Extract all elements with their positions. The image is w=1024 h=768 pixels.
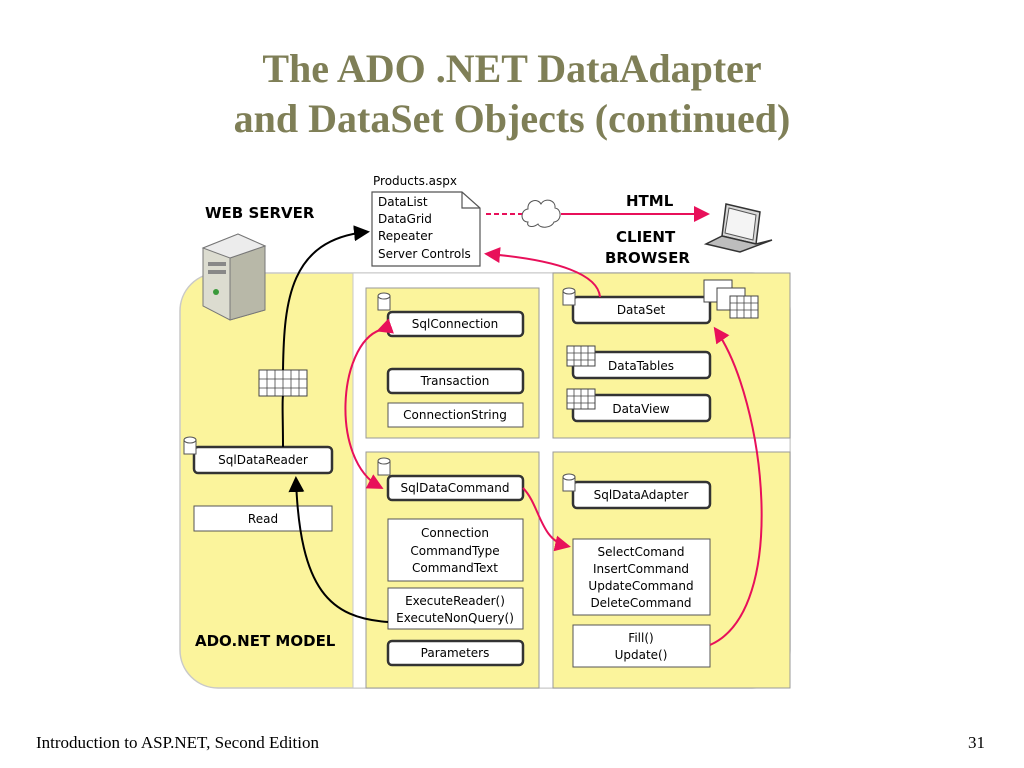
- arrow-dataset-to-page: [484, 247, 601, 298]
- adapter-commands: SelectComand InsertCommand UpdateCommand…: [572, 538, 711, 616]
- laptop-icon: [703, 203, 773, 253]
- svg-text:Fill(): Fill(): [628, 631, 653, 645]
- table-icon: [566, 388, 596, 410]
- page-item-datagrid: DataGrid: [378, 212, 432, 226]
- svg-text:InsertCommand: InsertCommand: [593, 562, 689, 576]
- database-icon: [377, 292, 391, 311]
- svg-text:CommandText: CommandText: [412, 561, 498, 575]
- command-properties: Connection CommandType CommandText: [387, 518, 524, 582]
- page-name: Products.aspx: [373, 174, 457, 188]
- svg-text:SqlDataReader: SqlDataReader: [218, 453, 308, 467]
- table-icon: [566, 345, 596, 367]
- svg-text:Parameters: Parameters: [421, 646, 490, 660]
- sqldataadapter-object: SqlDataAdapter: [571, 480, 712, 510]
- ado-model-label: ADO.NET MODEL: [195, 632, 336, 650]
- svg-text:SqlConnection: SqlConnection: [412, 317, 498, 331]
- svg-text:DataView: DataView: [612, 402, 669, 416]
- svg-text:ExecuteReader(): ExecuteReader(): [405, 594, 505, 608]
- svg-text:Connection: Connection: [421, 526, 489, 540]
- arrow-fill-to-dataset: [709, 326, 763, 646]
- svg-text:Read: Read: [248, 512, 278, 526]
- arrow-reader-to-page: [281, 232, 366, 448]
- connectionstring-item: ConnectionString: [387, 402, 524, 428]
- footer-page-number: 31: [968, 733, 985, 752]
- svg-text:Transaction: Transaction: [420, 374, 490, 388]
- sqldatacommand-object: SqlDataCommand: [386, 474, 525, 502]
- html-label: HTML: [626, 192, 674, 210]
- web-server-label: WEB SERVER: [205, 204, 315, 222]
- arrow-execute-to-reader: [288, 476, 389, 623]
- title-line-2: and DataSet Objects (continued): [233, 96, 791, 141]
- title-line-1: The ADO .NET DataAdapter: [262, 46, 762, 91]
- client-browser-label-1: CLIENT: [616, 228, 676, 246]
- footer-book-title: Introduction to ASP.NET, Second Edition: [36, 733, 320, 752]
- svg-text:Update(): Update(): [615, 648, 668, 662]
- page-document: [371, 191, 481, 267]
- command-methods: ExecuteReader() ExecuteNonQuery(): [387, 587, 524, 630]
- svg-text:DataSet: DataSet: [617, 303, 666, 317]
- database-icon: [377, 457, 391, 476]
- table-icon: [258, 369, 308, 397]
- arrow-command-to-adapter: [522, 487, 571, 552]
- svg-text:SqlDataAdapter: SqlDataAdapter: [594, 488, 689, 502]
- svg-text:SqlDataCommand: SqlDataCommand: [401, 481, 510, 495]
- stacked-tables-icon: [703, 279, 759, 319]
- slide-title: The ADO .NET DataAdapter and DataSet Obj…: [0, 44, 1024, 144]
- ado-net-diagram: WEB SERVER ADO.NET MODEL HTML CLIENT BRO…: [179, 174, 791, 689]
- adapter-methods: Fill() Update(): [572, 624, 711, 668]
- network-cloud-icon: [521, 199, 561, 228]
- sqlconnection-object: SqlConnection: [386, 310, 525, 338]
- client-browser-label-2: BROWSER: [605, 249, 690, 267]
- page-item-datalist: DataList: [378, 195, 428, 209]
- datatables-item: DataTables: [571, 350, 712, 380]
- database-icon: [562, 473, 576, 492]
- svg-text:DeleteCommand: DeleteCommand: [590, 596, 691, 610]
- transaction-item: Transaction: [386, 367, 525, 395]
- dataview-item: DataView: [571, 393, 712, 423]
- svg-text:CommandType: CommandType: [410, 544, 499, 558]
- server-icon: [201, 233, 267, 321]
- svg-text:ConnectionString: ConnectionString: [403, 408, 507, 422]
- dataset-object: DataSet: [571, 295, 712, 325]
- page-item-repeater: Repeater: [378, 229, 433, 243]
- read-item: Read: [193, 505, 333, 532]
- database-icon: [183, 436, 197, 455]
- arrow-connection-command: [344, 318, 394, 489]
- database-icon: [562, 287, 576, 306]
- page-item-server-controls: Server Controls: [378, 247, 471, 261]
- svg-text:SelectComand: SelectComand: [597, 545, 684, 559]
- svg-text:UpdateCommand: UpdateCommand: [588, 579, 693, 593]
- svg-text:DataTables: DataTables: [608, 359, 674, 373]
- parameters-item: Parameters: [386, 639, 525, 667]
- sqldatareader-object: SqlDataReader: [192, 445, 334, 475]
- svg-text:ExecuteNonQuery(): ExecuteNonQuery(): [396, 611, 514, 625]
